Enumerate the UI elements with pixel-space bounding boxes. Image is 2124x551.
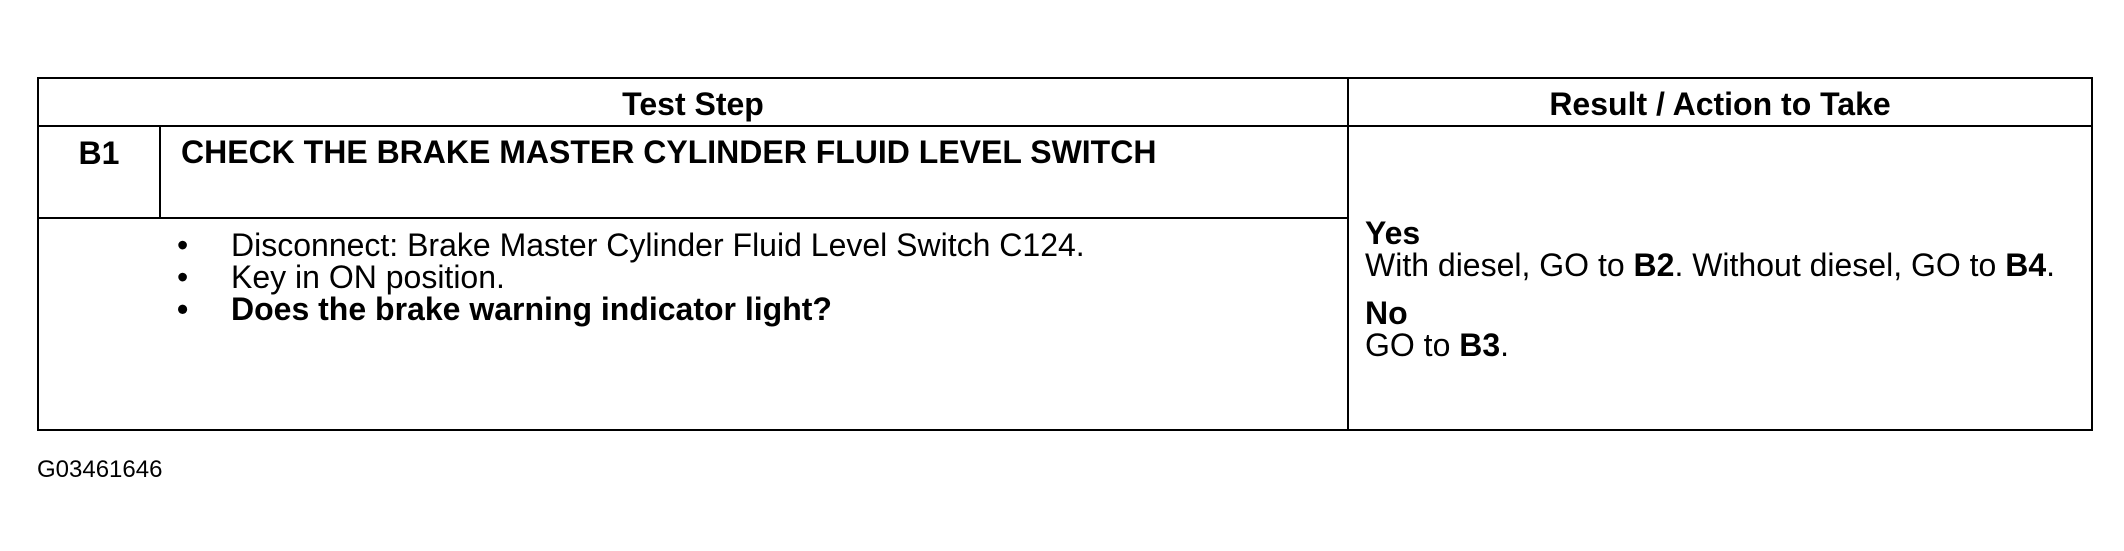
result-no-label: No [1365,295,1408,331]
step-title: CHECK THE BRAKE MASTER CYLINDER FLUID LE… [159,125,1349,219]
test-step-table: Test Step Result / Action to Take B1 CHE… [37,77,2093,431]
action-steps-cell: Disconnect: Brake Master Cylinder Fluid … [37,217,1349,431]
header-test-step: Test Step [37,77,1349,127]
result-no: No GO to B3. [1365,297,2081,361]
step-id: B1 [37,125,161,219]
action-step-item: Key in ON position. [39,261,1347,293]
result-no-text: GO to B3. [1365,327,1510,363]
result-yes: Yes With diesel, GO to B2. Without diese… [1365,217,2081,281]
figure-id: G03461646 [37,456,163,483]
result-cell: Yes With diesel, GO to B2. Without diese… [1347,125,2093,431]
action-steps-list: Disconnect: Brake Master Cylinder Fluid … [39,229,1347,325]
result-yes-text: With diesel, GO to B2. Without diesel, G… [1365,247,2056,283]
action-step-item: Disconnect: Brake Master Cylinder Fluid … [39,229,1347,261]
header-result-action: Result / Action to Take [1347,77,2093,127]
action-step-item: Does the brake warning indicator light? [39,293,1347,325]
result-yes-label: Yes [1365,215,1421,251]
